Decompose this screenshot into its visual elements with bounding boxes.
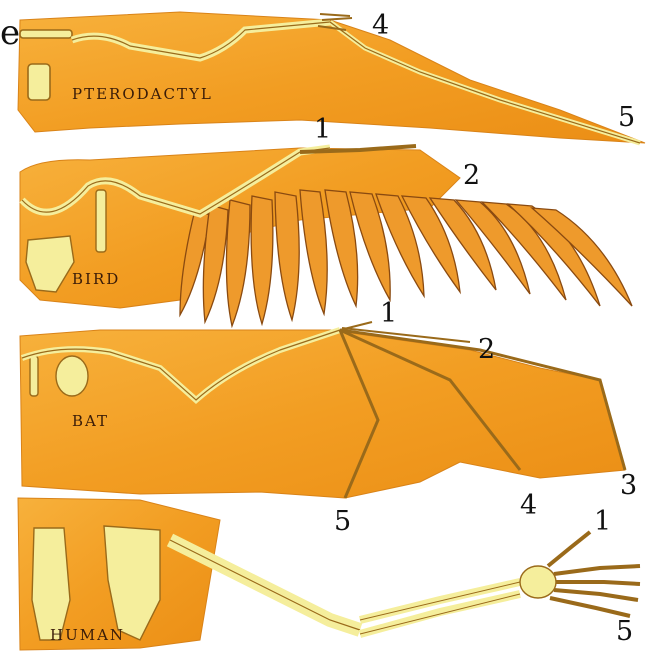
pterodactyl-panel: PTERODACTYL 4 5 xyxy=(18,10,645,143)
human-panel: HUMAN 1 5 xyxy=(18,498,640,650)
pterodactyl-digit-4: 4 xyxy=(372,10,389,41)
bat-digit-1: 1 xyxy=(380,298,397,329)
human-digit-1: 1 xyxy=(594,506,611,537)
human-label: HUMAN xyxy=(50,626,125,644)
bird-label: BIRD xyxy=(72,270,120,288)
pterodactyl-digit-5: 5 xyxy=(618,102,635,133)
bird-digit-1: 1 xyxy=(314,114,331,145)
bat-digit-5: 5 xyxy=(334,506,351,537)
bat-digit-2: 2 xyxy=(478,334,495,365)
bird-panel: BIRD 1 2 xyxy=(20,114,632,326)
bat-digit-3: 3 xyxy=(620,470,637,501)
human-skeleton xyxy=(32,526,640,640)
pterodactyl-label: PTERODACTYL xyxy=(72,85,213,103)
pterodactyl-membrane xyxy=(18,12,645,143)
bat-digit-4: 4 xyxy=(520,490,537,521)
bat-label: BAT xyxy=(72,412,109,430)
human-digit-5: 5 xyxy=(616,616,633,647)
bird-digit-2: 2 xyxy=(463,160,480,191)
stray-character: e xyxy=(0,13,20,53)
